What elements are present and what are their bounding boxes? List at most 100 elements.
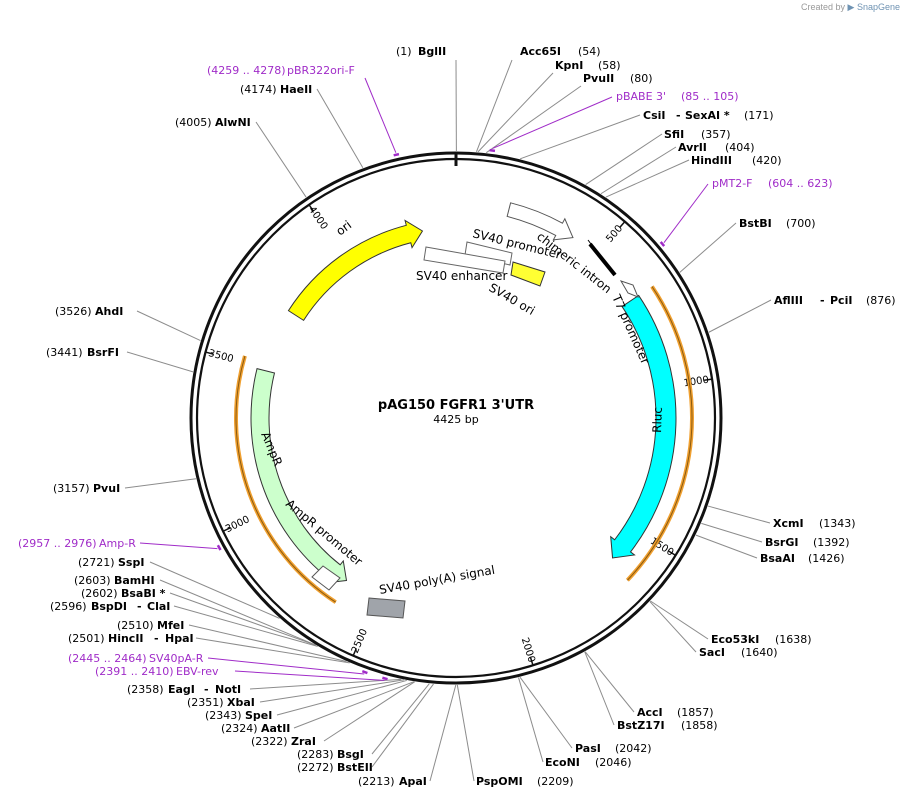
feature-ampr-promoter[interactable] (311, 565, 341, 591)
tick-mark (205, 351, 214, 355)
site-bspdi-clai[interactable]: (2596)BspDI-ClaI (50, 600, 170, 613)
site-econi[interactable]: EcoNI(2046) (545, 756, 632, 769)
site-ahdi[interactable]: (3526)AhdI (55, 305, 123, 318)
site-bsteii[interactable]: (2272)BstEII (297, 761, 373, 774)
site-csii-sexai[interactable]: CsiI-SexAI *(171) (643, 109, 774, 122)
feature-ori[interactable] (287, 219, 424, 322)
site-pos: (2501) (68, 632, 105, 645)
site-zrai[interactable]: (2322)ZraI (251, 735, 316, 748)
site-leader-lines (124, 59, 772, 782)
primer-amp-r[interactable]: (2957 .. 2976)Amp-R (18, 537, 136, 550)
site-pvuii[interactable]: PvuII (80) (583, 72, 653, 85)
site-name: AccI (637, 706, 663, 719)
site-name: AlwNI (215, 116, 251, 129)
rluc-orf-arc-core (627, 286, 693, 581)
feature-label-sv40-polya: SV40 poly(A) signal (378, 563, 496, 597)
site-acci[interactable]: AccI(1857) (637, 706, 714, 719)
site-leader (520, 114, 641, 160)
site-name-2: ClaI (147, 600, 170, 613)
site-name-dash: - (676, 109, 681, 122)
site-name-2: HpaI (165, 632, 194, 645)
site-pasi[interactable]: PasI(2042) (575, 742, 652, 755)
site-pos: (2721) (78, 556, 115, 569)
site-bsaai[interactable]: BsaAI(1426) (760, 552, 845, 565)
site-pos: (80) (630, 72, 653, 85)
site-mfei[interactable]: (2510)MfeI (117, 619, 184, 632)
feature-ampr[interactable] (250, 368, 348, 584)
site-spei[interactable]: (2343)SpeI (205, 709, 272, 722)
site-saci[interactable]: SacI(1640) (699, 646, 778, 659)
site-leader (485, 85, 582, 154)
tick-mark (352, 648, 358, 657)
site-leader (195, 637, 350, 664)
site-name-dash: - (820, 294, 825, 307)
site-pos: (2042) (615, 742, 652, 755)
site-eco53ki[interactable]: Eco53kI(1638) (711, 633, 812, 646)
tick-label: 2000 (519, 636, 537, 664)
site-name: MfeI (157, 619, 184, 632)
site-name-dash: - (137, 600, 142, 613)
site-leader (276, 679, 407, 716)
site-pos: (1392) (813, 536, 850, 549)
feature-rluc[interactable] (610, 294, 677, 559)
site-pos: (1858) (681, 719, 718, 732)
site-bsrgi[interactable]: BsrGI(1392) (765, 536, 850, 549)
primer-sv40pa-r[interactable]: (2445 .. 2464)SV40pA-R (68, 652, 204, 665)
site-name: PvuII (583, 72, 614, 85)
feature-label-sv40-enhancer: SV40 enhancer (416, 269, 507, 283)
site-afliii-pcii[interactable]: AflIII-PciI(876) (774, 294, 896, 307)
site-name: PvuI (93, 482, 120, 495)
primer-leader (234, 670, 385, 681)
site-apai[interactable]: (2213)ApaI (358, 775, 427, 788)
primer-ebv-rev[interactable]: (2391 .. 2410)EBV-rev (95, 665, 219, 678)
site-aatii[interactable]: (2324)AatII (221, 722, 290, 735)
site-name-dash: - (154, 632, 159, 645)
site-name-2: PciI (830, 294, 852, 307)
site-kpni[interactable]: KpnI(58) (555, 59, 621, 72)
feature-sv40-promoter[interactable] (464, 241, 513, 266)
tick-label: 3500 (207, 348, 234, 365)
primer-leader (139, 542, 218, 550)
primer-range: (85 .. 105) (681, 90, 739, 103)
site-hincii-hpai[interactable]: (2501)HincII-HpaI (68, 632, 194, 645)
site-alwni[interactable]: (4005)AlwNI (175, 116, 251, 129)
site-name: Eco53kI (711, 633, 759, 646)
site-hindiii[interactable]: HindIII(420) (691, 154, 782, 167)
site-leader (323, 681, 415, 742)
site-pspomi[interactable]: PspOMI(2209) (476, 775, 574, 788)
feature-chimeric-intron[interactable] (506, 202, 574, 241)
primer-pbabe3[interactable]: pBABE 3'(85 .. 105) (616, 90, 739, 103)
site-leader (173, 605, 318, 647)
site-name: HaeII (280, 83, 312, 96)
primer-mark-pbabe3 (489, 148, 496, 153)
site-name-dash: - (204, 683, 209, 696)
site-bglii[interactable]: (1)BglII (396, 45, 446, 58)
site-avrii[interactable]: AvrII(404) (678, 141, 755, 154)
snapgene-logo-icon: ▶ (847, 2, 855, 12)
site-bstbi[interactable]: BstBI(700) (739, 217, 816, 230)
site-sfii[interactable]: SfiI(357) (664, 128, 731, 141)
site-eagi-noti[interactable]: (2358)EagI-NotI (127, 683, 241, 696)
primer-pbr322ori-f[interactable]: (4259 .. 4278)pBR322ori-F (207, 64, 355, 77)
feature-sv40-ori[interactable] (510, 261, 546, 287)
site-xcmi[interactable]: XcmI(1343) (773, 517, 856, 530)
feature-sv40-enhancer[interactable] (423, 246, 506, 274)
site-acc65i[interactable]: Acc65I(54) (520, 45, 601, 58)
primer-range: (604 .. 623) (768, 177, 833, 190)
site-xbai[interactable]: (2351)XbaI (187, 696, 255, 709)
site-sspi[interactable]: (2721)SspI (78, 556, 144, 569)
site-bamhi[interactable]: (2603)BamHI (74, 574, 155, 587)
feature-sv40-polya-signal[interactable] (366, 597, 406, 619)
site-bsabi[interactable]: (2602)BsaBI * (81, 587, 166, 600)
site-name: AhdI (95, 305, 123, 318)
site-name: AflIII (774, 294, 803, 307)
site-pvui[interactable]: (3157)PvuI (53, 482, 120, 495)
site-bstz17i[interactable]: BstZ17I(1858) (617, 719, 718, 732)
site-bsrfi[interactable]: (3441)BsrFI (46, 346, 119, 359)
feature-t7-promoter[interactable] (619, 280, 639, 298)
site-haeii[interactable]: (4174)HaeII (240, 83, 312, 96)
site-bsgi[interactable]: (2283)BsgI (297, 748, 364, 761)
primer-range: (2391 .. 2410) (95, 665, 174, 678)
feature-label-sv40-ori: SV40 ori (487, 280, 538, 317)
primer-pmt2-f[interactable]: pMT2-F(604 .. 623) (712, 177, 833, 190)
